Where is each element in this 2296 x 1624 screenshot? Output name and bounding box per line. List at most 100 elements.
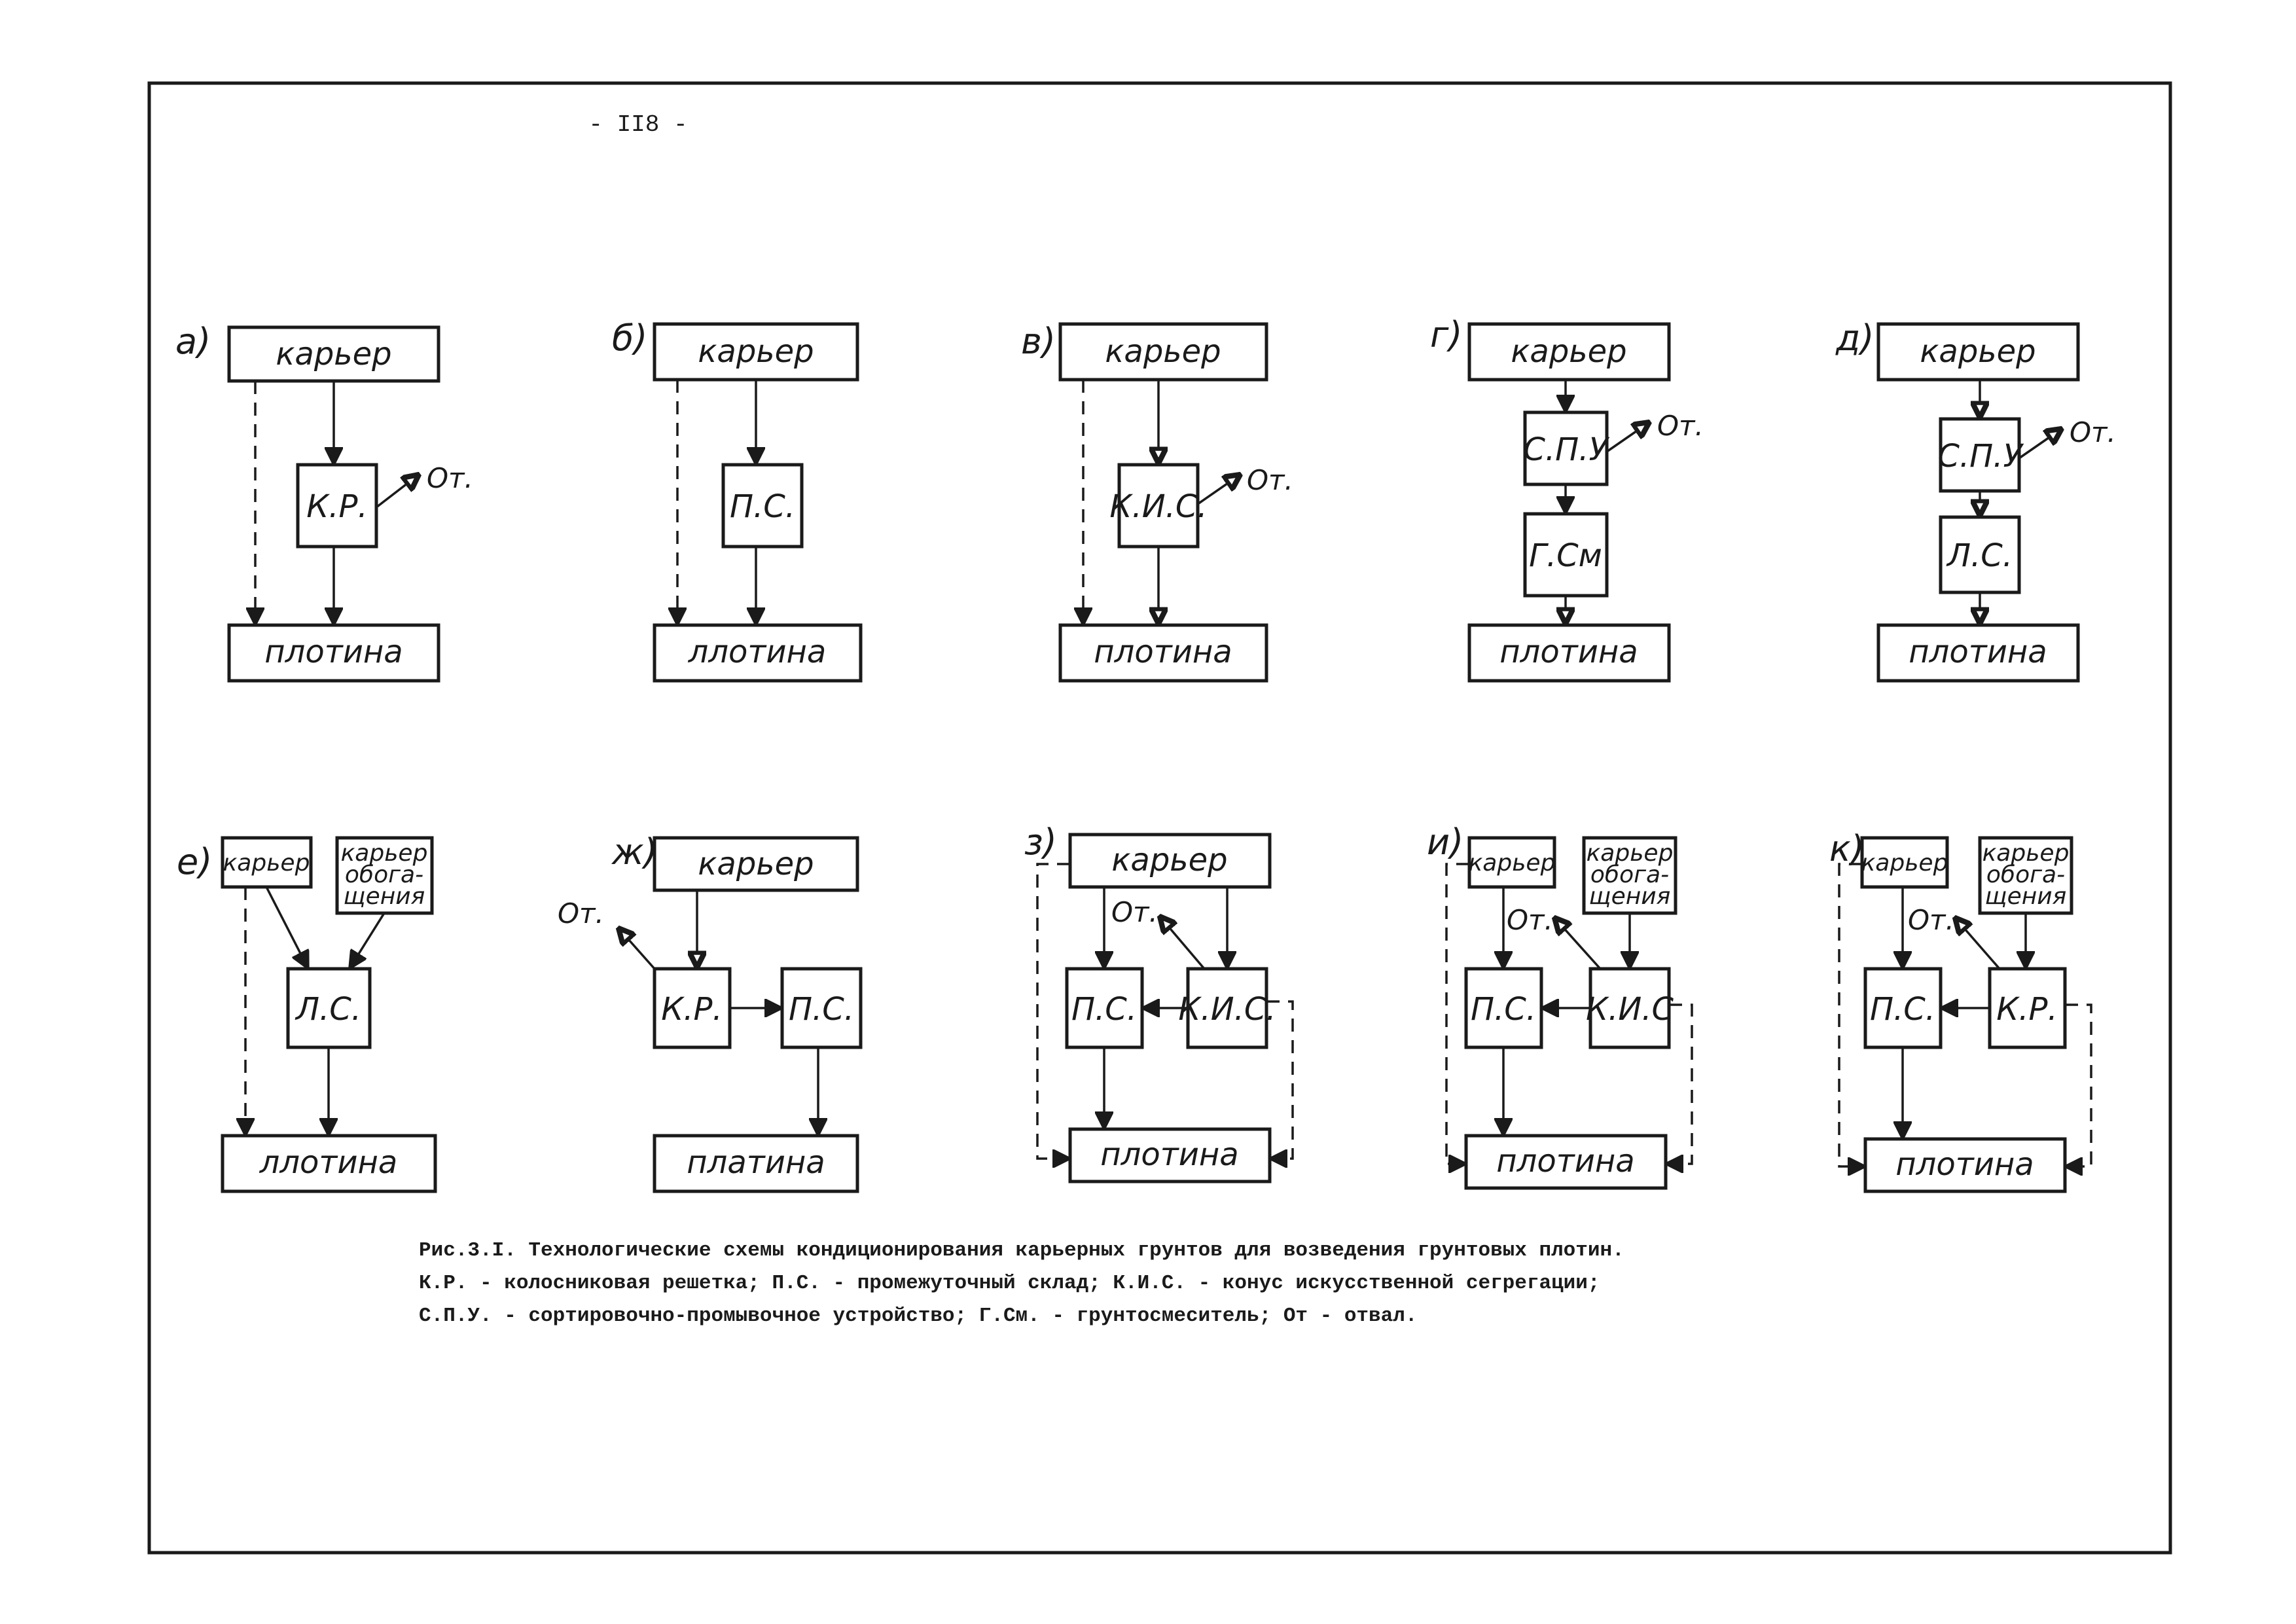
kr-box bbox=[296, 463, 378, 549]
quarry-box bbox=[653, 322, 859, 382]
ls-label: Л.С. bbox=[295, 991, 361, 1028]
return-arrow bbox=[1266, 1000, 1294, 1159]
dam-label: плотина bbox=[264, 634, 403, 670]
dam-label: плотина bbox=[1496, 1143, 1634, 1180]
enrichment-quarry-box bbox=[335, 836, 434, 915]
scheme-letter-b: б) bbox=[612, 317, 647, 359]
ps-label: П.С. bbox=[789, 991, 854, 1028]
dam-box bbox=[1058, 623, 1268, 683]
scheme-b: б) карьер П.С. ллотина bbox=[612, 317, 863, 683]
dam-label: плотина bbox=[1909, 634, 2047, 670]
dump-label: От. bbox=[1908, 904, 1954, 936]
caption-line-2: К.Р. - колосниковая решетка; П.С. - пром… bbox=[419, 1272, 1600, 1295]
ps-label: П.С. bbox=[1471, 991, 1536, 1028]
dump-arrow bbox=[619, 928, 656, 970]
kr-label: К.Р. bbox=[1996, 991, 2058, 1028]
bypass-arrow bbox=[1838, 863, 1864, 1166]
dump-arrow bbox=[1197, 475, 1240, 505]
enrichment-quarry-label: щения bbox=[1589, 883, 1671, 910]
return-arrow bbox=[1667, 1003, 1693, 1164]
dam-label: плотина bbox=[1499, 634, 1638, 670]
dump-arrow bbox=[375, 475, 419, 509]
scheme-a: а) карьер К.Р. плотина От. bbox=[175, 321, 473, 683]
quarry-box bbox=[1058, 322, 1268, 382]
enrichment-quarry-label: щения bbox=[344, 883, 425, 910]
ps-box bbox=[1863, 967, 1943, 1049]
kis-label: К.И.С bbox=[1586, 991, 1674, 1028]
dam-label: плотина bbox=[1895, 1146, 2034, 1183]
quarry-label: карьер bbox=[1920, 333, 2036, 370]
quarry-label: карьер bbox=[698, 846, 814, 882]
kr-box bbox=[653, 967, 732, 1049]
enrichment-quarry-label: карьер bbox=[1587, 840, 1674, 867]
flow-arrow bbox=[350, 912, 386, 967]
quarry-label: карьер bbox=[223, 850, 310, 876]
scheme-letter-z: з) bbox=[1024, 821, 1057, 863]
enrichment-quarry-label: обога- bbox=[1986, 861, 2065, 888]
ps-box bbox=[721, 463, 804, 549]
scheme-d: д) карьер С.П.У Л.С. плотина От. bbox=[1835, 317, 2116, 683]
dam-label: платина bbox=[687, 1144, 825, 1181]
quarry-label: карьер bbox=[698, 333, 814, 370]
scheme-i: и) карьер карьер обога- щения П.С. К.И.С… bbox=[1427, 821, 1693, 1190]
dam-label: плотина bbox=[1094, 634, 1232, 670]
quarry-box bbox=[1467, 836, 1556, 889]
ls-label: Л.С. bbox=[1946, 537, 2013, 574]
quarry-label: карьер bbox=[1111, 842, 1227, 878]
quarry-label: карьер bbox=[1861, 850, 1948, 876]
dump-label: От. bbox=[1247, 464, 1293, 496]
dump-label: От. bbox=[1111, 896, 1158, 928]
enrichment-quarry-label: карьер bbox=[1982, 840, 2070, 867]
scheme-letter-a: а) bbox=[175, 321, 211, 362]
gsm-label: Г.См bbox=[1529, 537, 1602, 574]
ps-box bbox=[780, 967, 863, 1049]
enrichment-quarry-label: карьер bbox=[341, 840, 428, 867]
dump-label: От. bbox=[1507, 904, 1553, 936]
ps-label: П.С. bbox=[1071, 991, 1137, 1028]
scheme-g: г) карьер С.П.У Г.См плотина От. bbox=[1430, 314, 1704, 683]
kis-label: К.И.С. bbox=[1178, 991, 1276, 1028]
dam-label: ллотина bbox=[688, 634, 827, 670]
dump-arrow bbox=[1606, 422, 1649, 453]
caption-line-1: Рис.3.I. Технологические схемы кондицион… bbox=[419, 1239, 1624, 1262]
scheme-letter-d: д) bbox=[1835, 317, 1874, 359]
dam-box bbox=[1467, 623, 1671, 683]
dump-arrow bbox=[1955, 918, 2001, 970]
scheme-letter-e: е) bbox=[177, 841, 212, 882]
dump-arrow bbox=[2018, 429, 2062, 460]
bypass-arrow bbox=[1445, 863, 1469, 1164]
quarry-label: карьер bbox=[1105, 333, 1221, 370]
spu-label: С.П.У bbox=[1937, 438, 2024, 475]
ps-label: П.С. bbox=[730, 488, 795, 525]
page-frame bbox=[147, 81, 2172, 1555]
kr-label: К.Р. bbox=[661, 991, 723, 1028]
dam-box bbox=[1068, 1127, 1272, 1183]
scheme-letter-g: г) bbox=[1430, 314, 1462, 355]
quarry-box bbox=[653, 836, 859, 892]
dump-label: От. bbox=[2070, 416, 2116, 448]
dump-label: От. bbox=[1657, 410, 1704, 442]
scheme-zh: ж) карьер К.Р. П.С. платина От. bbox=[558, 831, 863, 1193]
quarry-box bbox=[1467, 322, 1671, 382]
dump-label: От. bbox=[558, 897, 604, 929]
dump-arrow bbox=[1554, 918, 1602, 970]
spu-box bbox=[1939, 417, 2021, 493]
quarry-label: карьер bbox=[1469, 850, 1556, 876]
scheme-z: з) карьер П.С. К.И.С. плотина От. bbox=[1024, 821, 1294, 1183]
kis-label: К.И.С. bbox=[1109, 488, 1207, 525]
enrichment-quarry-label: обога- bbox=[345, 861, 423, 888]
ps-label: П.С. bbox=[1870, 991, 1935, 1028]
scheme-letter-zh: ж) bbox=[611, 831, 658, 873]
return-arrow bbox=[2065, 1003, 2092, 1166]
enrichment-quarry-label: щения bbox=[1985, 883, 2067, 910]
page-number: - II8 - bbox=[588, 111, 687, 138]
scheme-v: в) карьер К.И.С. плотина От. bbox=[1021, 321, 1293, 683]
quarry-label: карьер bbox=[276, 336, 391, 372]
quarry-box bbox=[1860, 836, 1949, 889]
dam-box bbox=[653, 623, 863, 683]
dam-box bbox=[221, 1134, 437, 1193]
dam-box bbox=[653, 1134, 859, 1193]
quarry-box bbox=[1068, 833, 1272, 889]
dam-label: плотина bbox=[1100, 1136, 1238, 1173]
